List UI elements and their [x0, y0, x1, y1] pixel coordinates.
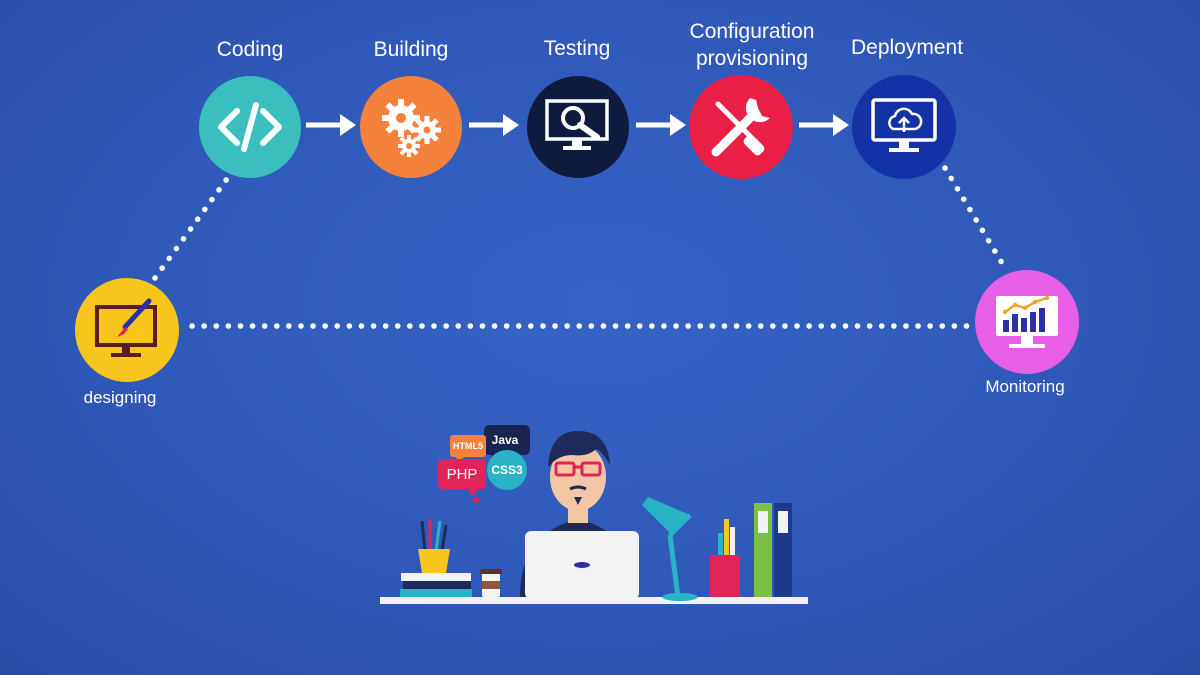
- monitor-brush-icon: [95, 298, 157, 357]
- bar-chart-monitor-icon: [996, 295, 1058, 348]
- coding-step: [199, 76, 301, 178]
- step-label-deployment: Deployment: [850, 36, 964, 59]
- step-label-configuration-provisioning: Configuration provisioning: [689, 20, 815, 70]
- java-badge-label: Java: [491, 433, 519, 447]
- arrow-configuration-to-deployment: [799, 114, 849, 136]
- gears-icon: [382, 99, 441, 157]
- code-brackets-icon: [218, 102, 282, 152]
- book-stack: [400, 573, 472, 597]
- binders: [754, 503, 792, 597]
- wrench-screwdriver-icon: [711, 98, 770, 157]
- pencil-cup: [418, 519, 450, 573]
- php-badge: [438, 459, 486, 503]
- arrow-testing-to-configuration: [636, 114, 686, 136]
- arrow-building-to-testing: [469, 114, 519, 136]
- css3-badge-label: CSS3: [491, 463, 523, 477]
- monitoring-step: [975, 270, 1079, 374]
- java-badge: [484, 425, 530, 463]
- arrow-coding-to-building: [306, 114, 356, 136]
- designing-step: [75, 278, 179, 382]
- css3-badge: [487, 450, 527, 490]
- coffee-cup: [480, 569, 502, 597]
- dotted-line-deployment-monitoring: [942, 165, 1008, 271]
- php-badge-label: PHP: [446, 466, 478, 483]
- laptop: [525, 531, 639, 599]
- step-label-designing: designing: [83, 388, 157, 407]
- desk-lamp: [642, 497, 698, 601]
- step-label-coding: Coding: [216, 38, 284, 61]
- step-label-building: Building: [373, 38, 449, 61]
- configuration-step: [689, 75, 793, 179]
- step-label-monitoring: Monitoring: [985, 377, 1065, 396]
- language-badges: [438, 425, 530, 503]
- building-step: [360, 76, 462, 178]
- developer-illustration: [380, 431, 808, 604]
- cloud-monitor-icon: [871, 98, 937, 152]
- dotted-line-designing-coding: [152, 169, 235, 281]
- desk: [380, 597, 808, 604]
- file-organizer: [710, 519, 740, 597]
- step-label-testing: Testing: [543, 37, 611, 60]
- deployment-step: [852, 75, 956, 179]
- monitor-magnifier-icon: [545, 99, 609, 150]
- testing-step: [527, 76, 629, 178]
- html5-badge-label: HTML5: [453, 441, 483, 451]
